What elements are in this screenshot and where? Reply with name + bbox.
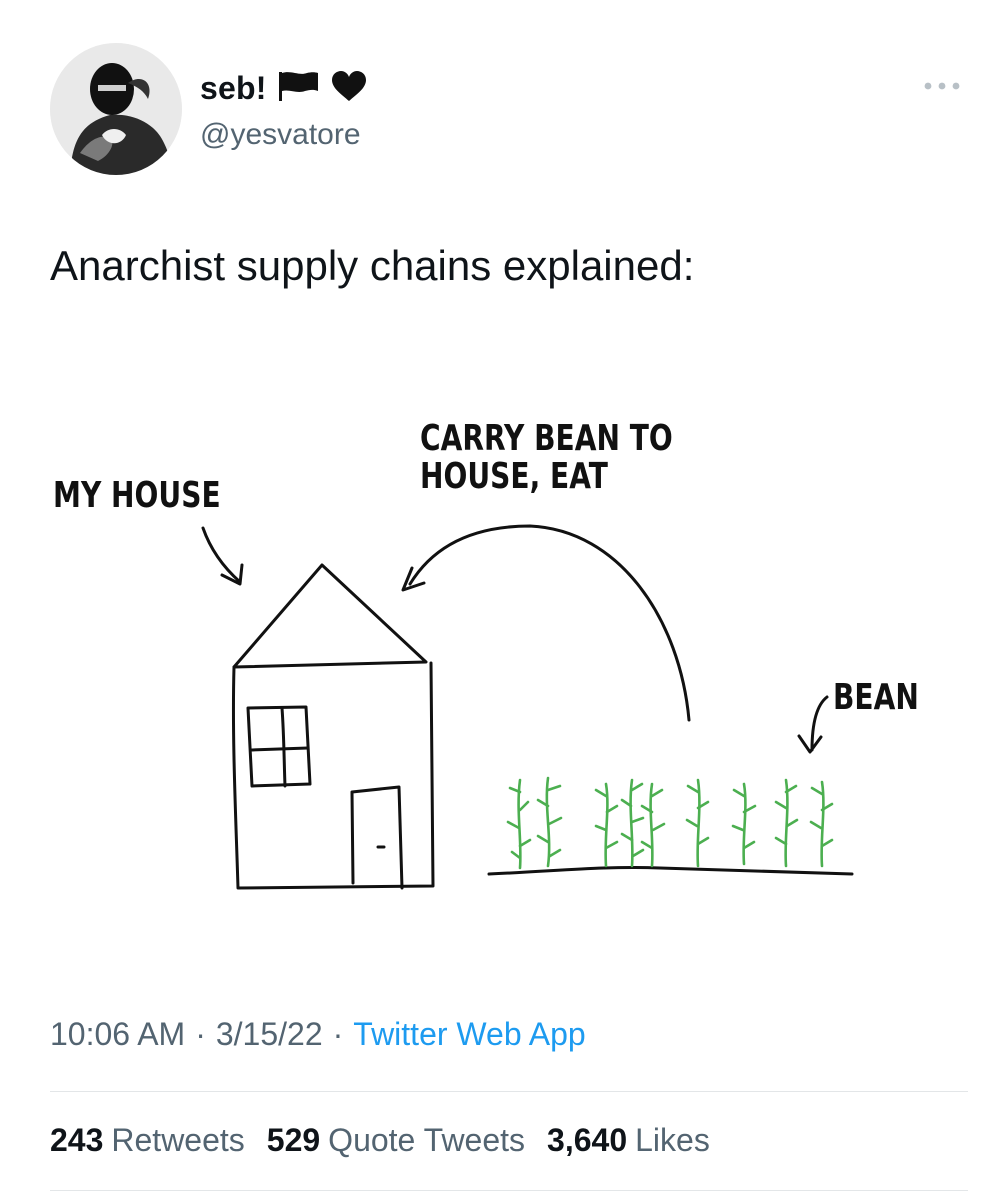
bean-plant [731,782,757,866]
label-carry-line-2: HOUSE, EAT [420,456,608,497]
label-bean: BEAN [833,677,919,718]
quote-tweets-count: 529 [266,1122,321,1158]
retweets-label: Retweets [111,1122,245,1158]
house-window [246,705,312,788]
bean-plant [594,782,619,868]
tweet-date[interactable]: 3/15/22 [215,1016,323,1052]
black-heart-icon [331,70,367,107]
label-my-house: MY HOUSE [53,475,221,516]
more-options-icon[interactable] [918,72,966,100]
divider [50,1091,968,1092]
ground-line [487,866,854,876]
likes-label: Likes [635,1122,710,1158]
tweet-text: Anarchist supply chains explained: [50,242,695,289]
bean-plant [536,776,563,868]
bean-plants [506,776,834,870]
likes-count: 3,640 [547,1122,628,1158]
tweet-source-link[interactable]: Twitter Web App [353,1016,586,1052]
bean-plant [506,778,532,870]
house-roof [232,563,428,669]
bean-plant [809,780,834,868]
house-door [350,785,404,890]
black-flag-icon [277,70,321,107]
username-handle[interactable]: @yesvatore [200,118,361,151]
bean-arrow [810,695,829,752]
bean-plant [774,778,799,868]
bean-plant [620,778,645,868]
quote-tweets-label: Quote Tweets [328,1122,526,1158]
house-walls [231,661,435,890]
avatar[interactable] [50,43,182,175]
bean-plant [685,778,710,868]
bean-plant [640,782,666,868]
tweet-time[interactable]: 10:06 AM [50,1016,186,1052]
label-carry-bean: CARRY BEAN TO HOUSE, EAT [420,420,673,496]
tweet-meta: 10:06 AM · 3/15/22 · Twitter Web App [50,1016,586,1053]
tweet-image[interactable] [40,390,970,930]
author-name-row: seb! [200,70,367,107]
meta-separator: · [195,1016,206,1052]
avatar-image [50,43,182,175]
divider [50,1190,968,1191]
carry-arrow [408,524,691,722]
display-name[interactable]: seb! [200,70,267,106]
retweets-count: 243 [50,1122,104,1158]
meta-separator: · [332,1016,344,1052]
label-carry-line-1: CARRY BEAN TO [420,418,673,459]
my-house-arrow [201,526,242,584]
